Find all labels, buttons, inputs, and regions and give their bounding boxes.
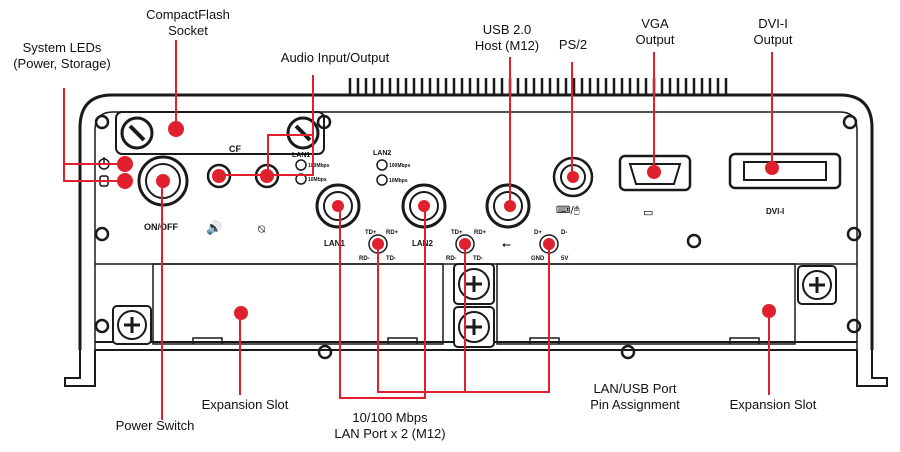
thumb-screws [112,263,837,348]
callout-dvi-line2: Output [753,32,793,47]
callout-audio-line1: Audio Input/Output [280,50,390,65]
callout-expansion-left: Expansion Slot [190,397,300,413]
callout-system-leds: System LEDs (Power, Storage) [2,40,122,72]
callout-lan-port-line2: LAN Port x 2 (M12) [334,426,446,441]
callout-dvi-line1: DVI-I [758,16,788,31]
mic-icon: ⍉ [258,222,266,236]
lan1-indicators [295,159,307,185]
lan2-pin-rd-plus: RD+ [474,230,487,236]
lan2-speed10: 10Mbps [389,178,408,184]
lan2-label: LAN2 [412,239,433,248]
expansion-slot-right-frame [496,263,796,345]
speaker-icon: 🔊 [206,219,222,236]
usb-pin-d-plus: D+ [534,230,542,236]
callout-ps2-line1: PS/2 [558,37,588,52]
callout-dvi: DVI-I Output [738,16,808,48]
callout-usb-line1: USB 2.0 [482,22,532,37]
callout-power-switch-line1: Power Switch [115,418,195,433]
callout-compactflash: CompactFlash Socket [128,7,248,39]
callout-lan-port: 10/100 Mbps LAN Port x 2 (M12) [315,410,465,442]
callout-lan-usb-pin-line1: LAN/USB Port [593,381,677,396]
callout-compactflash-line1: CompactFlash [146,7,230,22]
callout-lan-port-line1: 10/100 Mbps [352,410,428,425]
lan-pin-td-minus: TD- [386,256,396,262]
callout-dots [117,121,779,320]
lan2-speed100: 100Mbps [389,163,411,169]
chassis-outline [78,93,874,350]
lan2-top-label: LAN2 [373,150,391,157]
callout-lan-usb-pin-line2: Pin Assignment [590,397,680,412]
callout-expansion-left-line1: Expansion Slot [201,397,289,412]
usb-icon: ⭠ [502,238,511,251]
callout-vga-line2: Output [635,32,675,47]
callout-system-leds-line1: System LEDs [22,40,102,55]
dvi-connector [728,152,842,190]
lan1-top-label: LAN1 [292,152,310,159]
compactflash-socket [115,111,325,155]
lan2-pin-rd-minus: RD- [446,256,457,262]
usb-pin-d-minus: D- [561,230,567,236]
usb-pin-5v: 5V [561,256,568,262]
callout-expansion-right-line1: Expansion Slot [729,397,817,412]
callout-vga: VGA Output [620,16,690,48]
lan2-indicators [376,159,388,186]
callout-system-leds-line2: (Power, Storage) [13,56,111,71]
lan1-connector [315,183,361,229]
cf-label: CF [229,144,241,154]
dvi-i-label: DVI-I [766,207,784,216]
callout-lan-usb-pin: LAN/USB Port Pin Assignment [570,381,700,413]
expansion-slot-left-frame [152,263,444,345]
callout-usb-line2: Host (M12) [474,38,540,53]
usb-connector [485,183,531,229]
callout-usb: USB 2.0 Host (M12) [452,22,562,54]
lan-pin-rd-plus: RD+ [386,230,399,236]
slot-tabs [192,337,760,344]
callout-audio: Audio Input/Output [255,50,415,66]
cooling-fins [348,78,728,96]
lan1-label: LAN1 [324,239,345,248]
lan1-speed100: 100Mbps [308,163,330,169]
leader-lines [63,40,773,420]
callout-compactflash-line2: Socket [168,23,208,38]
usb-pin-gnd: GND [531,256,545,262]
lan1-speed10: 10Mbps [308,177,327,183]
lan-pin-td-plus: TD+ [365,230,377,236]
callout-power-switch: Power Switch [95,418,215,434]
callout-ps2: PS/2 [548,37,598,53]
monitor-icon: ▭ [643,206,653,219]
callout-vga-line1: VGA [641,16,669,31]
lan-pin-rd-minus: RD- [359,256,370,262]
bottom-rail [64,341,888,387]
keyboard-mouse-icon: ⌨/🖰 [556,204,580,216]
callout-expansion-right: Expansion Slot [718,397,828,413]
lan2-pin-td-plus: TD+ [451,230,463,236]
lan2-pin-td-minus: TD- [473,256,483,262]
